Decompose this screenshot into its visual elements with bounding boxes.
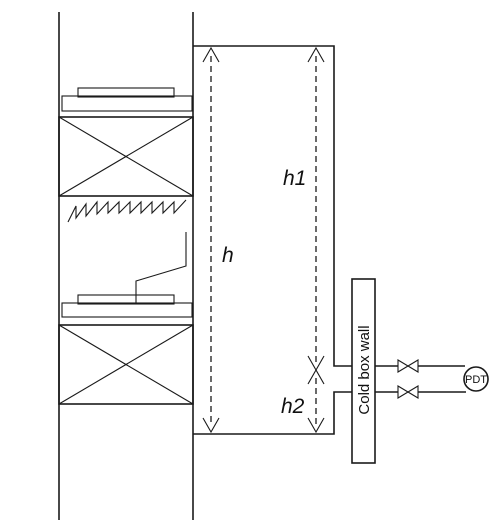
valve-top-icon <box>397 359 419 373</box>
lower-distributor <box>61 294 193 318</box>
valve-bottom-icon <box>397 385 419 399</box>
pdt-label: PDT <box>465 374 487 386</box>
label-h: h <box>222 244 234 267</box>
dimension-h: h <box>202 46 234 434</box>
cold-box-wall: Cold box wall <box>351 278 376 464</box>
down-pipe <box>135 232 187 303</box>
pdt-transmitter: PDT <box>463 366 489 392</box>
lower-packed-bed <box>58 324 194 405</box>
dimension-h2: h2 <box>281 368 325 434</box>
column-shell <box>58 12 194 520</box>
label-h2: h2 <box>281 395 305 418</box>
liquid-collector <box>67 199 187 223</box>
upper-packed-bed <box>58 116 194 197</box>
cold-box-wall-label: Cold box wall <box>356 325 373 414</box>
upper-distributor <box>61 87 193 112</box>
dimension-h1: h1 <box>283 46 325 372</box>
label-h1: h1 <box>283 167 306 190</box>
impulse-line-bottom <box>193 391 466 435</box>
impulse-line-top <box>193 45 465 367</box>
